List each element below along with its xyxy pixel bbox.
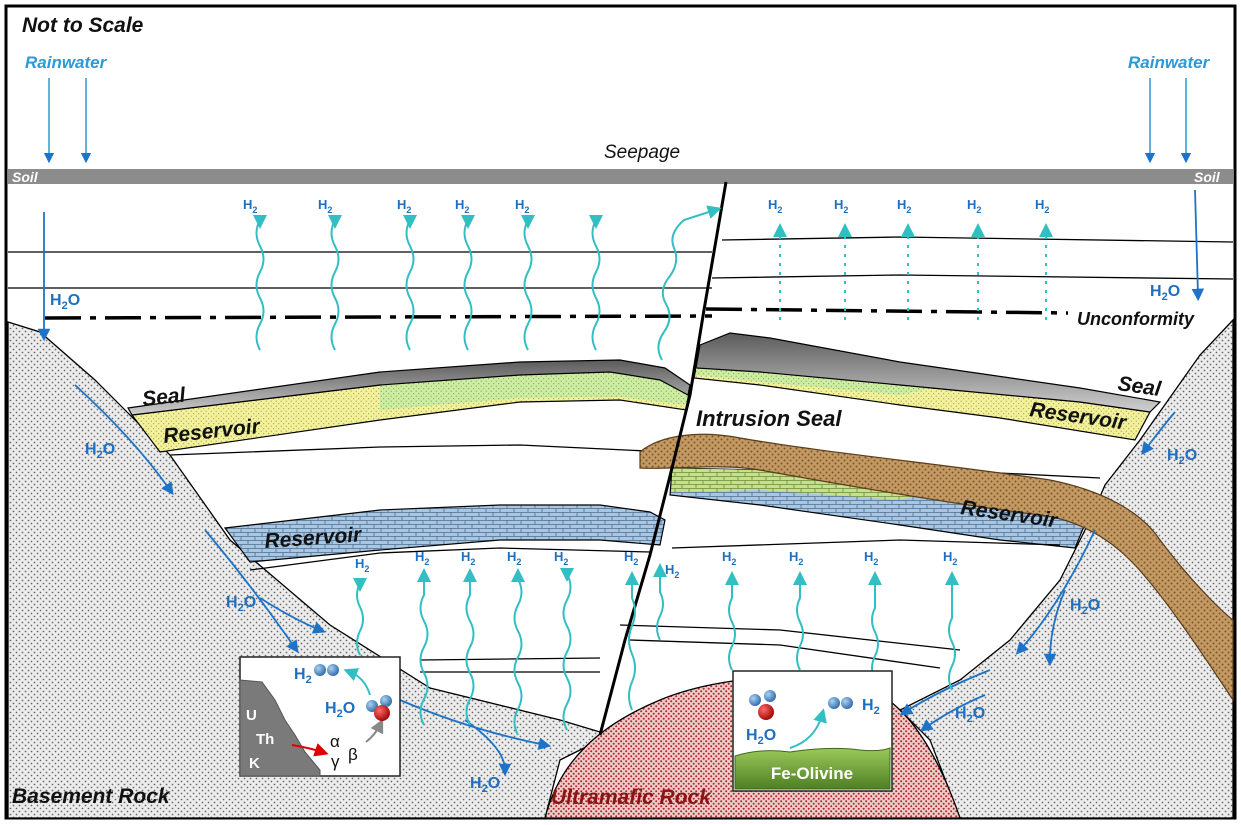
- svg-text:H2: H2: [864, 549, 878, 567]
- svg-text:H2: H2: [415, 549, 429, 567]
- svg-text:H2: H2: [897, 197, 911, 215]
- unconformity-left: [44, 314, 713, 320]
- svg-text:H2: H2: [554, 549, 568, 567]
- svg-text:H2: H2: [318, 197, 332, 215]
- svg-text:H2O: H2O: [1150, 283, 1180, 303]
- svg-text:H2O: H2O: [226, 594, 256, 614]
- svg-text:H2: H2: [768, 197, 782, 215]
- gamma-symbol: γ: [331, 752, 340, 771]
- seepage-label: Seepage: [604, 142, 680, 163]
- soil-band: [8, 169, 1233, 184]
- intrusion-seal-label: Intrusion Seal: [696, 406, 842, 431]
- svg-text:H2: H2: [355, 556, 369, 574]
- svg-text:H2: H2: [397, 197, 411, 215]
- svg-text:H2: H2: [294, 666, 312, 686]
- alpha-symbol: α: [330, 732, 340, 751]
- fe-olivine-bar: [734, 747, 891, 790]
- element-u: U: [246, 707, 257, 724]
- svg-text:H2O: H2O: [1167, 447, 1197, 467]
- reservoir-left-lower: [223, 504, 666, 563]
- svg-text:H2: H2: [461, 549, 475, 567]
- svg-text:H2O: H2O: [746, 727, 776, 747]
- upper-strata-lines: [8, 236, 1234, 289]
- intrusion-dike: [639, 433, 1234, 702]
- rainwater-left-label: Rainwater: [25, 53, 108, 72]
- seal-right: [695, 332, 1162, 413]
- svg-text:H2: H2: [1035, 197, 1049, 215]
- radiolysis-inset: U Th K α γ β H2O H2: [239, 656, 401, 777]
- serpentinization-inset: H2O H2 Fe-Olivine: [732, 670, 893, 792]
- svg-text:H2: H2: [967, 197, 981, 215]
- element-k: K: [249, 755, 260, 772]
- h2-migration-upper: [253, 205, 1053, 361]
- h2o-labels: H2O H2O H2O H2O H2O H2O H2O H2O: [50, 283, 1197, 795]
- unconformity-right: [705, 307, 1069, 315]
- beta-symbol: β: [348, 745, 358, 764]
- soil-right-label: Soil: [1194, 169, 1221, 185]
- svg-text:H2: H2: [862, 697, 880, 717]
- svg-text:H2: H2: [943, 549, 957, 567]
- uth-k-rock: [239, 679, 321, 777]
- svg-text:H2O: H2O: [955, 705, 985, 725]
- svg-text:H2: H2: [243, 197, 257, 215]
- reservoir-right-lower-green: [672, 468, 940, 500]
- ultramafic-rock-label: Ultramafic Rock: [551, 786, 712, 809]
- not-to-scale-label: Not to Scale: [22, 14, 144, 37]
- h2-migration-lower: [353, 563, 959, 736]
- svg-text:H2O: H2O: [1070, 597, 1100, 617]
- svg-text:H2: H2: [624, 549, 638, 567]
- reservoir-left-green: [380, 372, 688, 410]
- water-infiltration-arrows: [37, 189, 1205, 777]
- rainwater-right-label: Rainwater: [1128, 53, 1211, 72]
- soil-left-label: Soil: [12, 169, 39, 185]
- svg-text:H2O: H2O: [85, 441, 115, 461]
- svg-text:H2: H2: [789, 549, 803, 567]
- seal-left-label: Seal: [141, 383, 188, 411]
- h2-labels-lower: H2 H2 H2 H2 H2 H2 H2 H2 H2 H2 H2: [355, 549, 957, 580]
- svg-text:H2: H2: [834, 197, 848, 215]
- basement-rock-label: Basement Rock: [12, 785, 171, 808]
- svg-text:H2: H2: [665, 562, 679, 580]
- svg-text:H2O: H2O: [50, 292, 80, 312]
- fe-olivine-label: Fe-Olivine: [771, 764, 853, 783]
- seal-left: [127, 359, 691, 416]
- fault-line: [598, 181, 728, 736]
- h2-labels-upper: H2 H2 H2 H2 H2 H2 H2 H2 H2 H2: [243, 197, 1049, 215]
- svg-text:H2O: H2O: [325, 700, 355, 720]
- rainwater-arrows: [43, 78, 1192, 164]
- svg-text:H2O: H2O: [470, 775, 500, 795]
- svg-text:H2: H2: [515, 197, 529, 215]
- svg-text:H2: H2: [507, 549, 521, 567]
- svg-text:H2: H2: [722, 549, 736, 567]
- svg-text:H2: H2: [455, 197, 469, 215]
- element-th: Th: [256, 731, 274, 748]
- unconformity-label: Unconformity: [1077, 309, 1195, 329]
